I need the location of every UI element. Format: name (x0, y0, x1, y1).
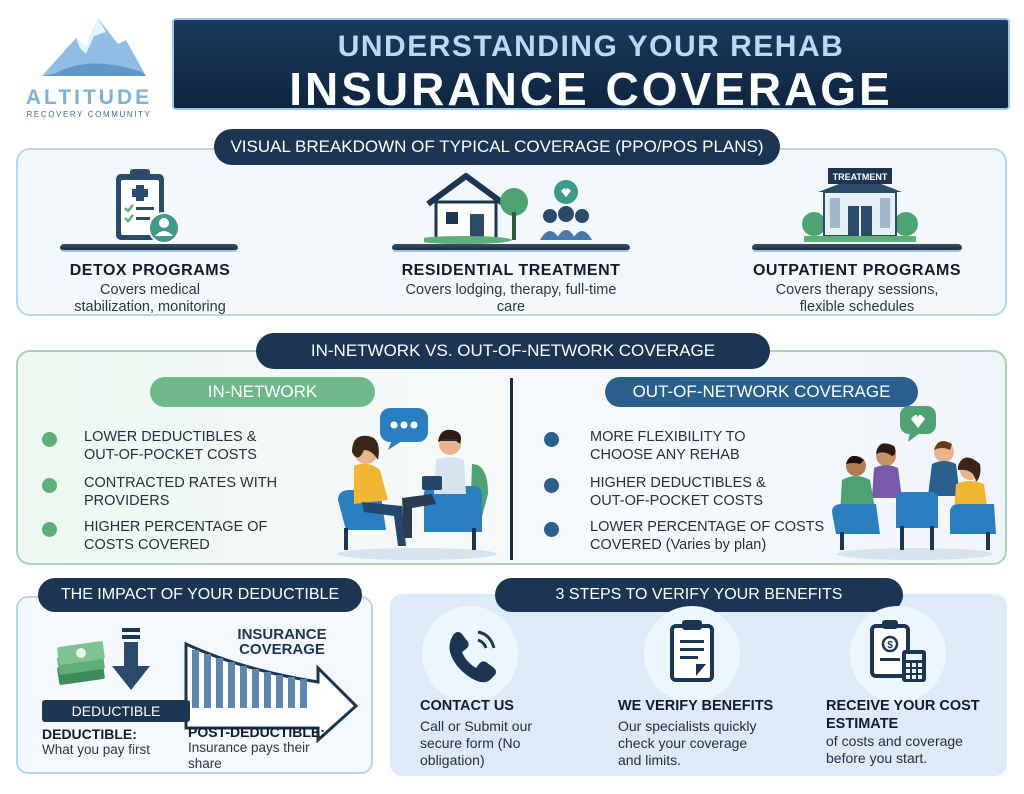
step-3-circle: $ (850, 606, 946, 702)
detox-desc-1: Covers medical (100, 282, 200, 298)
steps-heading: 3 STEPS TO VERIFY YOUR BENEFITS (495, 578, 903, 612)
residential-coverage-bar (392, 244, 630, 252)
out-item-3: LOWER PERCENTAGE OF COSTS COVERED (Varie… (590, 518, 824, 554)
step-1-desc: Call or Submit our secure form (No oblig… (420, 718, 532, 769)
in-bullet-2 (42, 478, 57, 493)
phone-icon (449, 630, 496, 683)
out-item-3-line-1: LOWER PERCENTAGE OF COSTS (590, 519, 825, 535)
logo-wordmark: ALTITUDE (25, 86, 153, 109)
treatment-building-icon: TREATMENT (802, 168, 918, 242)
insurance-coverage-line-2: COVERAGE (239, 641, 325, 658)
step-1-desc-line-2: secure form (No (420, 735, 521, 751)
title-line-2: INSURANCE COVERAGE (289, 63, 893, 115)
in-item-2-line-2: PROVIDERS (84, 493, 170, 509)
house-group-icon (424, 173, 592, 244)
in-item-2-line-1: CONTRACTED RATES WITH (84, 475, 278, 491)
insurance-coverage-label: INSURANCE COVERAGE (222, 627, 342, 657)
step-1-title: CONTACT US (420, 698, 514, 714)
outpatient-desc-2: flexible schedules (799, 299, 915, 315)
outpatient-coverage-bar (752, 244, 962, 252)
in-item-1-line-1: LOWER DEDUCTIBLES & (84, 429, 257, 445)
clipboard-check-icon (670, 620, 714, 682)
breakdown-heading: VISUAL BREAKDOWN OF TYPICAL COVERAGE (PP… (214, 129, 780, 165)
step-3-title-line-2: ESTIMATE (826, 716, 899, 732)
post-deductible-title: POST-DEDUCTIBLE: (188, 724, 325, 740)
group-therapy-illustration-icon (832, 406, 996, 560)
logo-tagline: RECOVERY COMMUNITY (26, 110, 152, 119)
money-down-arrow-icon (57, 628, 150, 690)
in-item-1-line-2: OUT-OF-POCKET COSTS (84, 447, 257, 463)
network-heading: IN-NETWORK VS. OUT-OF-NETWORK COVERAGE (256, 333, 770, 369)
out-of-network-label: OUT-OF-NETWORK COVERAGE (605, 377, 918, 407)
out-bullet-2 (544, 478, 559, 493)
network-divider (510, 378, 513, 560)
in-bullet-3 (42, 522, 57, 537)
deductible-heading: THE IMPACT OF YOUR DEDUCTIBLE (38, 578, 362, 612)
step-3-desc-line-2: before you start. (826, 750, 928, 766)
post-deductible-desc-1: Insurance pays their (188, 740, 310, 755)
money-stack-icon (57, 641, 105, 685)
deductible-bar: DEDUCTIBLE (42, 700, 190, 722)
out-item-2-line-2: OUT-OF-POCKET COSTS (590, 493, 763, 509)
residential-desc-2: care (496, 299, 526, 315)
in-item-3-line-1: HIGHER PERCENTAGE OF (84, 519, 268, 535)
clipboard-doctor-icon (116, 169, 180, 244)
out-item-2-line-1: HIGHER DEDUCTIBLES & (590, 475, 766, 491)
detox-desc-2: stabilization, monitoring (74, 299, 226, 315)
mountain-logo-icon (42, 18, 146, 76)
step-3-desc-line-1: of costs and coverage (826, 733, 963, 749)
outpatient-desc-1: Covers therapy sessions, (775, 282, 939, 298)
detox-coverage-bar (60, 244, 238, 252)
outpatient-column: OUTPATIENT PROGRAMS Covers therapy sessi… (730, 262, 984, 316)
step-2-desc: Our specialists quickly check your cover… (618, 718, 757, 769)
post-deductible-desc-2: share (188, 756, 222, 771)
out-bullet-1 (544, 432, 559, 447)
out-item-1: MORE FLEXIBILITY TO CHOOSE ANY REHAB (590, 428, 746, 464)
deductible-explainer-title: DEDUCTIBLE: (42, 726, 137, 742)
in-item-1: LOWER DEDUCTIBLES & OUT-OF-POCKET COSTS (84, 428, 257, 464)
in-item-2: CONTRACTED RATES WITH PROVIDERS (84, 474, 277, 510)
residential-desc-1: Covers lodging, therapy, full-time (405, 282, 617, 298)
title-banner: UNDERSTANDING YOUR REHAB INSURANCE COVER… (172, 18, 1010, 115)
in-network-label: IN-NETWORK (150, 377, 375, 407)
outpatient-title: OUTPATIENT PROGRAMS (752, 262, 961, 279)
in-bullet-1 (42, 432, 57, 447)
deductible-explainer: DEDUCTIBLE: What you pay first (42, 726, 150, 758)
post-deductible-explainer: POST-DEDUCTIBLE: Insurance pays their sh… (188, 724, 358, 772)
svg-text:$: $ (887, 640, 893, 651)
residential-title: RESIDENTIAL TREATMENT (401, 262, 621, 279)
step-2-circle (644, 606, 740, 702)
detox-column: DETOX PROGRAMS Covers medical stabilizat… (30, 262, 270, 316)
out-item-3-line-2: COVERED (Varies by plan) (590, 537, 767, 553)
coverage-arrow-icon (184, 641, 359, 744)
treatment-sign-text: TREATMENT (833, 172, 888, 182)
detox-title: DETOX PROGRAMS (69, 262, 231, 279)
step-3-title-line-1: RECEIVE YOUR COST (826, 698, 980, 714)
counseling-illustration-icon (337, 408, 497, 560)
title-line-1: UNDERSTANDING YOUR REHAB (337, 30, 845, 63)
step-3-desc: of costs and coverage before you start. (826, 733, 963, 767)
step-2-desc-line-1: Our specialists quickly (618, 718, 757, 734)
logo: ALTITUDE RECOVERY COMMUNITY (14, 14, 164, 119)
step-2-title: WE VERIFY BENEFITS (618, 698, 774, 714)
step-2-desc-line-2: check your coverage (618, 735, 748, 751)
insurance-coverage-line-1: INSURANCE (237, 626, 327, 643)
step-2-desc-line-3: and limits. (618, 752, 682, 768)
in-item-3: HIGHER PERCENTAGE OF COSTS COVERED (84, 518, 267, 554)
residential-column: RESIDENTIAL TREATMENT Covers lodging, th… (370, 262, 652, 316)
step-1-circle (422, 606, 518, 702)
step-3-title: RECEIVE YOUR COST ESTIMATE (826, 697, 980, 733)
calculator-icon: $ (870, 620, 926, 682)
deductible-explainer-desc: What you pay first (42, 742, 151, 757)
in-item-3-line-2: COSTS COVERED (84, 537, 210, 553)
out-item-1-line-1: MORE FLEXIBILITY TO (590, 429, 746, 445)
out-item-1-line-2: CHOOSE ANY REHAB (590, 447, 740, 463)
out-item-2: HIGHER DEDUCTIBLES & OUT-OF-POCKET COSTS (590, 474, 766, 510)
step-1-desc-line-1: Call or Submit our (420, 718, 533, 734)
step-1-desc-line-3: obligation) (420, 752, 485, 768)
out-bullet-3 (544, 522, 559, 537)
